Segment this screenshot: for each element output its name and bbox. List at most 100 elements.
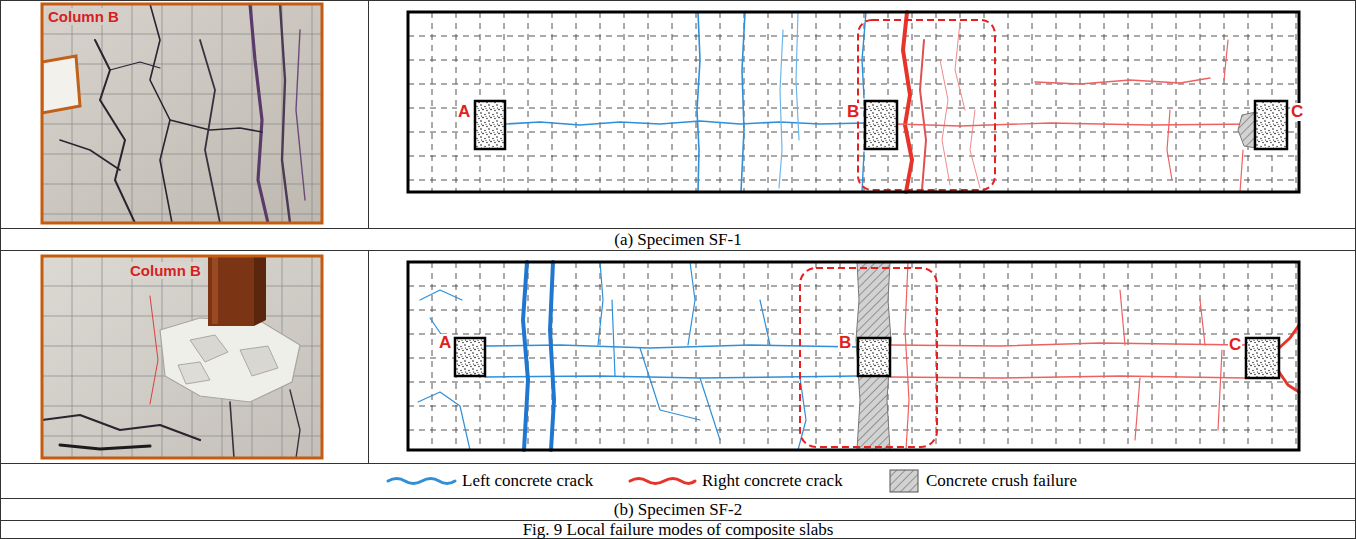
slab-plan-part [800, 268, 937, 447]
slab-plan-part [408, 262, 1299, 450]
slab-plan-part-part [1128, 262, 1129, 450]
slab-plan-part-part [1224, 262, 1225, 450]
slab-plan-part-part [960, 262, 961, 450]
slab-plan-part [1238, 112, 1256, 148]
slab-photo-part-part [72, 4, 73, 223]
slab-plan-part-part [940, 60, 950, 185]
slab-plan-part-part [624, 12, 625, 192]
slab-photo-part-part [60, 140, 120, 170]
slab-plan-part-part [1176, 12, 1177, 192]
slab-photo-part-part [102, 4, 103, 223]
slab-plan-part-part [408, 36, 1299, 37]
slab-plan-part-part [768, 12, 769, 192]
slab-plan [408, 12, 1299, 192]
slab-photo-part-part [42, 34, 322, 35]
slab-photo-part-part [250, 4, 268, 223]
slab-plan-part-part [550, 262, 554, 450]
table-frame-part [0, 250, 1356, 251]
slab-plan-part-part [456, 12, 457, 192]
column-letter: A [438, 334, 452, 352]
slab-plan-part [505, 12, 1255, 192]
slab-photo-part-part [150, 4, 172, 223]
slab-photo-part [42, 4, 322, 223]
slab-plan-part-part [612, 300, 615, 376]
slab-plan-part-part [744, 262, 745, 450]
slab-plan-part-part [523, 262, 528, 450]
slab-plan-part-part [1224, 40, 1228, 80]
slab-photo-part-part [42, 154, 322, 155]
slab-photo-part-part [230, 402, 234, 458]
slab-photo-part-part [200, 40, 220, 223]
slab-plan-part-part [408, 310, 1299, 311]
slab-plan-part-part [905, 262, 909, 450]
slab-plan-part-part [903, 12, 912, 192]
slab-photo-part-part [150, 296, 158, 404]
slab-photo-part-part [42, 64, 322, 65]
slab-photo-part [42, 256, 322, 458]
slab-plan-part-part [955, 22, 965, 110]
slab-plan-part-part [792, 12, 793, 192]
legend-sample-part [890, 470, 918, 492]
slab-plan-part-part [485, 345, 858, 348]
slab-plan-part-part [1152, 262, 1153, 450]
slab-plan-part-part [912, 262, 913, 450]
slab-plan-part-part [408, 358, 1299, 359]
slab-photo-part-part [280, 4, 290, 223]
slab-plan-part-part [768, 262, 769, 450]
slab-photo-part-part [132, 4, 133, 223]
slab-photo-part [42, 296, 300, 458]
slab-plan-part [455, 338, 485, 376]
slab-photo-part [42, 4, 322, 223]
slab-plan-part-part [576, 262, 577, 450]
slab-plan-part-part [1279, 372, 1299, 392]
slab-plan-part-part [408, 60, 1299, 61]
slab-plan-part-part [890, 376, 1246, 378]
slab-plan-part-part [720, 12, 721, 192]
legend-sample [388, 470, 918, 492]
slab-plan-part-part [984, 12, 985, 192]
slab-plan-part-part [1296, 262, 1297, 450]
photo-label: Column B [128, 262, 203, 279]
slab-plan-part-part [1200, 262, 1201, 450]
slab-plan-part [408, 12, 1299, 192]
slab-plan-part-part [1056, 262, 1057, 450]
slab-photo-part-part [162, 4, 163, 223]
slab-photo-part-part [42, 94, 322, 95]
slab-photo-part [208, 256, 254, 326]
slab-photo-part-part [42, 214, 322, 215]
slab-photo-part-part [290, 390, 300, 458]
slab-photo-part [254, 256, 266, 326]
slab-plan-part-part [408, 286, 1299, 287]
slab-plan-part-part [1224, 12, 1225, 192]
slab-plan-part-part [1176, 262, 1177, 450]
slab-plan-part-part [1104, 262, 1105, 450]
slab-plan-part-part [984, 262, 985, 450]
slab-plan-part-part [1167, 110, 1172, 180]
slab-plan-part-part [485, 376, 858, 378]
slab-plan-part [858, 338, 890, 376]
slab-plan-part-part [408, 132, 1299, 133]
slab-plan-part-part [672, 12, 673, 192]
slab-photo-part-part [42, 286, 322, 287]
slab-plan-part-part [1218, 350, 1222, 430]
figure-caption: Fig. 9 Local failure modes of composite … [0, 520, 1356, 539]
slab-photo-part [178, 362, 210, 384]
slab-plan-part-part [1008, 12, 1009, 192]
slab-photo [42, 4, 322, 223]
slab-photo [42, 256, 322, 458]
slab-photo-part-part [42, 184, 322, 185]
table-frame-part [368, 250, 369, 463]
slab-photo-part-part [42, 316, 322, 317]
slab-plan-part-part [696, 262, 697, 450]
slab-photo-part-part [110, 62, 160, 70]
column-letter: B [838, 334, 852, 352]
slab-plan-part [475, 101, 505, 149]
slab-plan-part-part [840, 12, 841, 192]
slab-plan-part-part [1248, 12, 1249, 192]
slab-plan-part-part [1240, 150, 1243, 192]
slab-photo-part-part [296, 30, 305, 200]
slab-plan-part-part [1056, 12, 1057, 192]
